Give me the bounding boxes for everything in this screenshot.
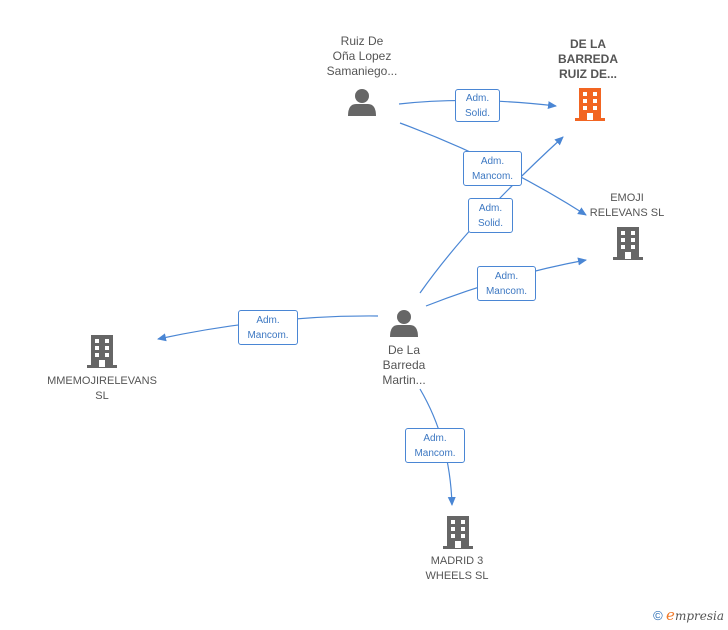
edge-label-line: Adm. bbox=[423, 433, 447, 444]
copyright-symbol: © bbox=[653, 608, 663, 623]
edge-label-martin-delabarreda[interactable]: Adm. Solid. bbox=[468, 198, 513, 233]
building-icon bbox=[87, 335, 117, 368]
node-label-line: Oña Lopez bbox=[332, 49, 392, 63]
edge-label-line: Solid. bbox=[464, 108, 490, 119]
node-label-line: De La bbox=[387, 343, 421, 357]
edge-label-line: Solid. bbox=[477, 218, 503, 229]
node-label-line: DE LA bbox=[570, 37, 606, 51]
node-emoji-label[interactable]: EMOJI RELEVANS SL bbox=[572, 191, 682, 221]
edge-label-line: Mancom. bbox=[414, 448, 456, 459]
node-label-line: Barreda bbox=[382, 358, 426, 372]
node-martin-label[interactable]: De La Barreda Martin... bbox=[354, 343, 454, 388]
edge-label-line: Adm. bbox=[480, 156, 505, 167]
edge-label-ruiz-delabarreda[interactable]: Adm. Solid. bbox=[455, 89, 500, 122]
edge-label-ruiz-emoji[interactable]: Adm. Mancom. bbox=[463, 151, 522, 186]
building-icon bbox=[613, 227, 643, 260]
node-label-line: Samaniego... bbox=[326, 64, 398, 78]
edge-label-line: Adm. bbox=[465, 93, 490, 104]
edge-label-martin-mmemoji[interactable]: Adm. Mancom. bbox=[238, 310, 298, 345]
node-label-line: SL bbox=[95, 390, 109, 402]
brand-logo-text: mpresia bbox=[674, 609, 724, 623]
person-icon bbox=[390, 310, 418, 337]
building-icon bbox=[443, 516, 473, 549]
node-label-line: WHEELS SL bbox=[425, 570, 489, 582]
brand-logo-initial: e bbox=[666, 606, 675, 624]
node-madrid-label[interactable]: MADRID 3 WHEELS SL bbox=[402, 554, 512, 584]
edge-label-line: Mancom. bbox=[485, 286, 528, 297]
node-mmemoji-label[interactable]: MMEMOJIRELEVANS SL bbox=[32, 374, 172, 404]
edge-label-line: Adm. bbox=[478, 203, 503, 214]
node-label-line: MMEMOJIRELEVANS bbox=[47, 375, 157, 387]
node-label-line: EMOJI bbox=[610, 192, 644, 204]
node-ruiz-label[interactable]: Ruiz De Oña Lopez Samaniego... bbox=[302, 34, 422, 79]
node-delabarreda-ruiz-label[interactable]: DE LA BARREDA RUIZ DE... bbox=[538, 37, 638, 82]
edge-label-line: Adm. bbox=[494, 271, 519, 282]
node-label-line: MADRID 3 bbox=[430, 555, 484, 567]
node-label-line: RUIZ DE... bbox=[558, 67, 617, 81]
node-label-line: Ruiz De bbox=[340, 34, 384, 48]
edge-label-line: Mancom. bbox=[247, 330, 289, 341]
edge-label-line: Adm. bbox=[256, 315, 280, 326]
building-icon bbox=[575, 88, 605, 121]
person-icon bbox=[348, 89, 376, 116]
node-label-line: RELEVANS SL bbox=[589, 207, 665, 219]
node-label-line: BARREDA bbox=[558, 52, 618, 66]
node-label-line: Martin... bbox=[382, 373, 426, 387]
brand-footer: © empresia bbox=[653, 606, 724, 624]
edge-label-martin-emoji[interactable]: Adm. Mancom. bbox=[477, 266, 536, 301]
edge-label-line: Mancom. bbox=[471, 171, 514, 182]
edge-label-martin-madrid[interactable]: Adm. Mancom. bbox=[405, 428, 465, 463]
